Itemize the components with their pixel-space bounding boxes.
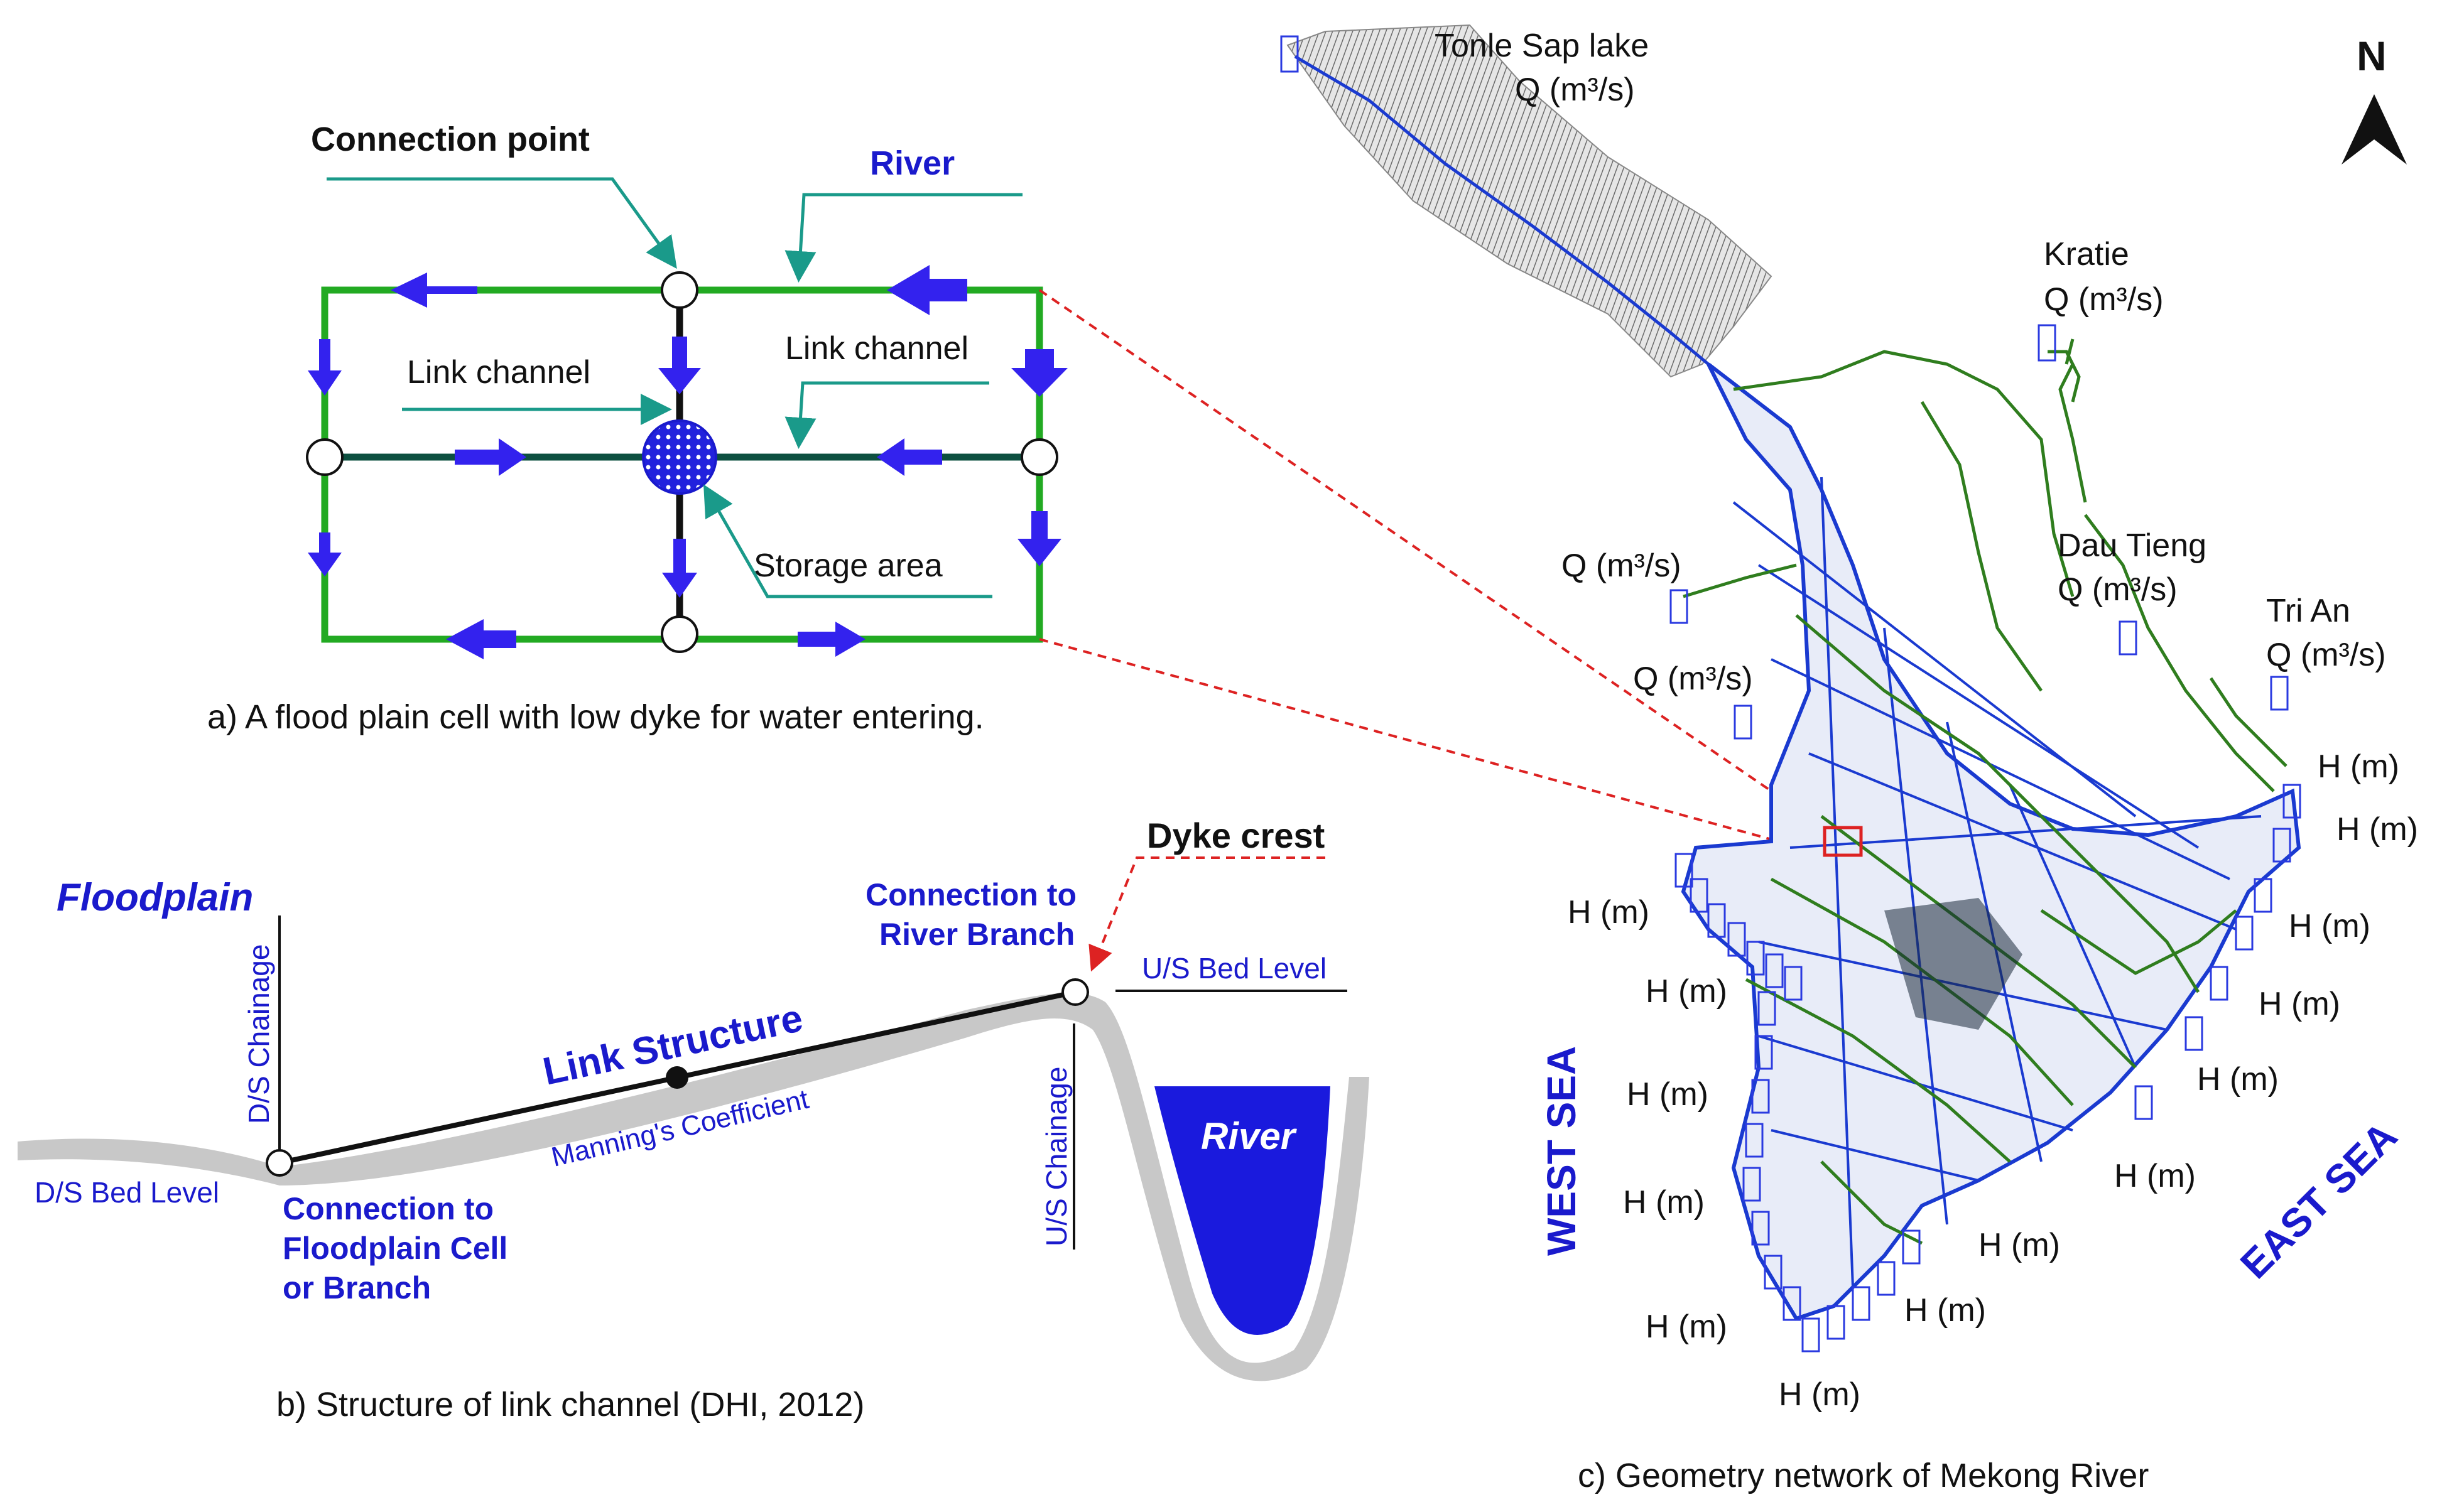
conn-river-line2: River Branch: [879, 917, 1075, 952]
link-structure-midpoint: [666, 1066, 688, 1089]
dau-tieng-label-1: Dau Tieng: [2058, 527, 2206, 564]
tri-an-label-2: Q (m³/s): [2266, 637, 2386, 673]
delta-network-blue: [1681, 362, 2301, 1321]
storage-area-label: Storage area: [754, 548, 943, 584]
leader-connection-point: [327, 177, 677, 269]
h-label: H (m): [2114, 1158, 2196, 1194]
north-arrow-icon: [2342, 94, 2407, 165]
connection-point-label: Connection point: [311, 121, 590, 158]
zoom-line-top: [1038, 289, 1826, 829]
flow-arrow-center-lower: [662, 539, 697, 598]
q-left-label-2: Q (m³/s): [1633, 661, 1753, 697]
river-water: [1154, 1086, 1330, 1335]
network-mesh-green: [1683, 338, 2287, 1245]
h-label: H (m): [1978, 1227, 2060, 1263]
leader-river: [784, 193, 1023, 283]
flow-arrow-mid-left: [455, 438, 526, 476]
leader-storage-area: [703, 484, 992, 598]
river-label-b: River: [1201, 1115, 1298, 1157]
conn-floodplain-line3: or Branch: [283, 1270, 431, 1305]
flow-arrow-top-left: [391, 273, 477, 308]
connection-node-bottom: [661, 615, 698, 653]
h-label: H (m): [1568, 894, 1649, 931]
flow-arrow-top-right: [887, 265, 967, 315]
cell-location-box: [1823, 826, 1863, 857]
ds-chainage-label: D/S Chainage: [242, 944, 275, 1124]
flow-arrow-left-lower: [308, 532, 342, 576]
kratie-label-1: Kratie: [2044, 236, 2129, 273]
panel-b-caption: b) Structure of link channel (DHI, 2012): [276, 1386, 864, 1423]
boundary-boxes: [1280, 35, 2301, 1353]
dyke-crest-arrow: [1088, 856, 1325, 972]
connection-node-left: [306, 438, 344, 476]
h-label: H (m): [2197, 1061, 2279, 1098]
h-label: H (m): [1779, 1376, 1860, 1413]
tonle-sap-label-1: Tonle Sap lake: [1435, 28, 1649, 64]
dyke-crest-label: Dyke crest: [1147, 816, 1325, 855]
h-label: H (m): [2318, 748, 2399, 785]
tri-an-label-1: Tri An: [2266, 593, 2350, 629]
conn-floodplain-line1: Connection to: [283, 1191, 494, 1226]
h-label: H (m): [2289, 908, 2370, 944]
conn-river-line1: Connection to: [866, 877, 1077, 912]
dense-network-core: [1884, 898, 2022, 1030]
q-left-label-1: Q (m³/s): [1561, 548, 1681, 584]
kratie-label-2: Q (m³/s): [2044, 281, 2164, 318]
tonle-sap-lake: [1286, 24, 1772, 378]
connection-node-right: [1021, 438, 1058, 476]
river-connection-node: [1061, 978, 1089, 1006]
east-sea-label: EAST SEA: [2232, 1113, 2406, 1287]
tonle-sap-label-2: Q (m³/s): [1515, 72, 1635, 108]
flow-arrow-left-upper: [308, 339, 342, 396]
h-label: H (m): [2259, 986, 2340, 1022]
tonle-sap-channel: [1294, 55, 1710, 365]
storage-area-node: [642, 419, 717, 495]
flow-arrow-right-upper: [1011, 349, 1068, 397]
h-label: H (m): [1904, 1292, 1986, 1329]
dau-tieng-label-2: Q (m³/s): [2058, 571, 2178, 608]
ds-bed-level-label: D/S Bed Level: [35, 1176, 219, 1209]
h-label: H (m): [1623, 1184, 1705, 1221]
flow-arrow-bottom-left: [446, 619, 516, 659]
river-label-a: River: [870, 144, 955, 182]
h-label: H (m): [1627, 1076, 1708, 1113]
flow-arrow-mid-right: [877, 438, 942, 476]
link-channel-right-label: Link channel: [785, 330, 969, 367]
flow-arrow-bottom-right: [798, 622, 866, 657]
panel-b: Floodplain D/S Chainage Link Structure M…: [18, 816, 1369, 1423]
us-bed-level-label: U/S Bed Level: [1142, 952, 1327, 985]
link-channel-left-label: Link channel: [407, 354, 590, 391]
flow-arrow-right-lower: [1018, 511, 1061, 566]
west-sea-label: WEST SEA: [1539, 1046, 1584, 1256]
floodplain-connection-node: [266, 1149, 293, 1177]
conn-floodplain-line2: Floodplain Cell: [283, 1231, 507, 1266]
floodplain-label: Floodplain: [57, 876, 253, 919]
panel-c-caption: c) Geometry network of Mekong River: [1578, 1457, 2149, 1494]
panel-a-caption: a) A flood plain cell with low dyke for …: [207, 698, 984, 736]
leader-link-channel-right: [784, 381, 989, 449]
flow-arrow-center-upper: [658, 337, 701, 394]
h-label: H (m): [1646, 1309, 1727, 1345]
h-label: H (m): [2336, 811, 2418, 848]
panel-a: Connection point River Link channel Link…: [207, 121, 1068, 736]
panel-c: N Tonle Sap lake Q (m³/s) Kratie Q (m³/s…: [1280, 24, 2418, 1494]
flow-arrows: [308, 265, 1068, 659]
connection-node-top: [661, 271, 698, 309]
us-chainage-label: U/S Chainage: [1040, 1067, 1073, 1246]
h-label: H (m): [1646, 973, 1727, 1010]
north-label: N: [2357, 33, 2387, 79]
